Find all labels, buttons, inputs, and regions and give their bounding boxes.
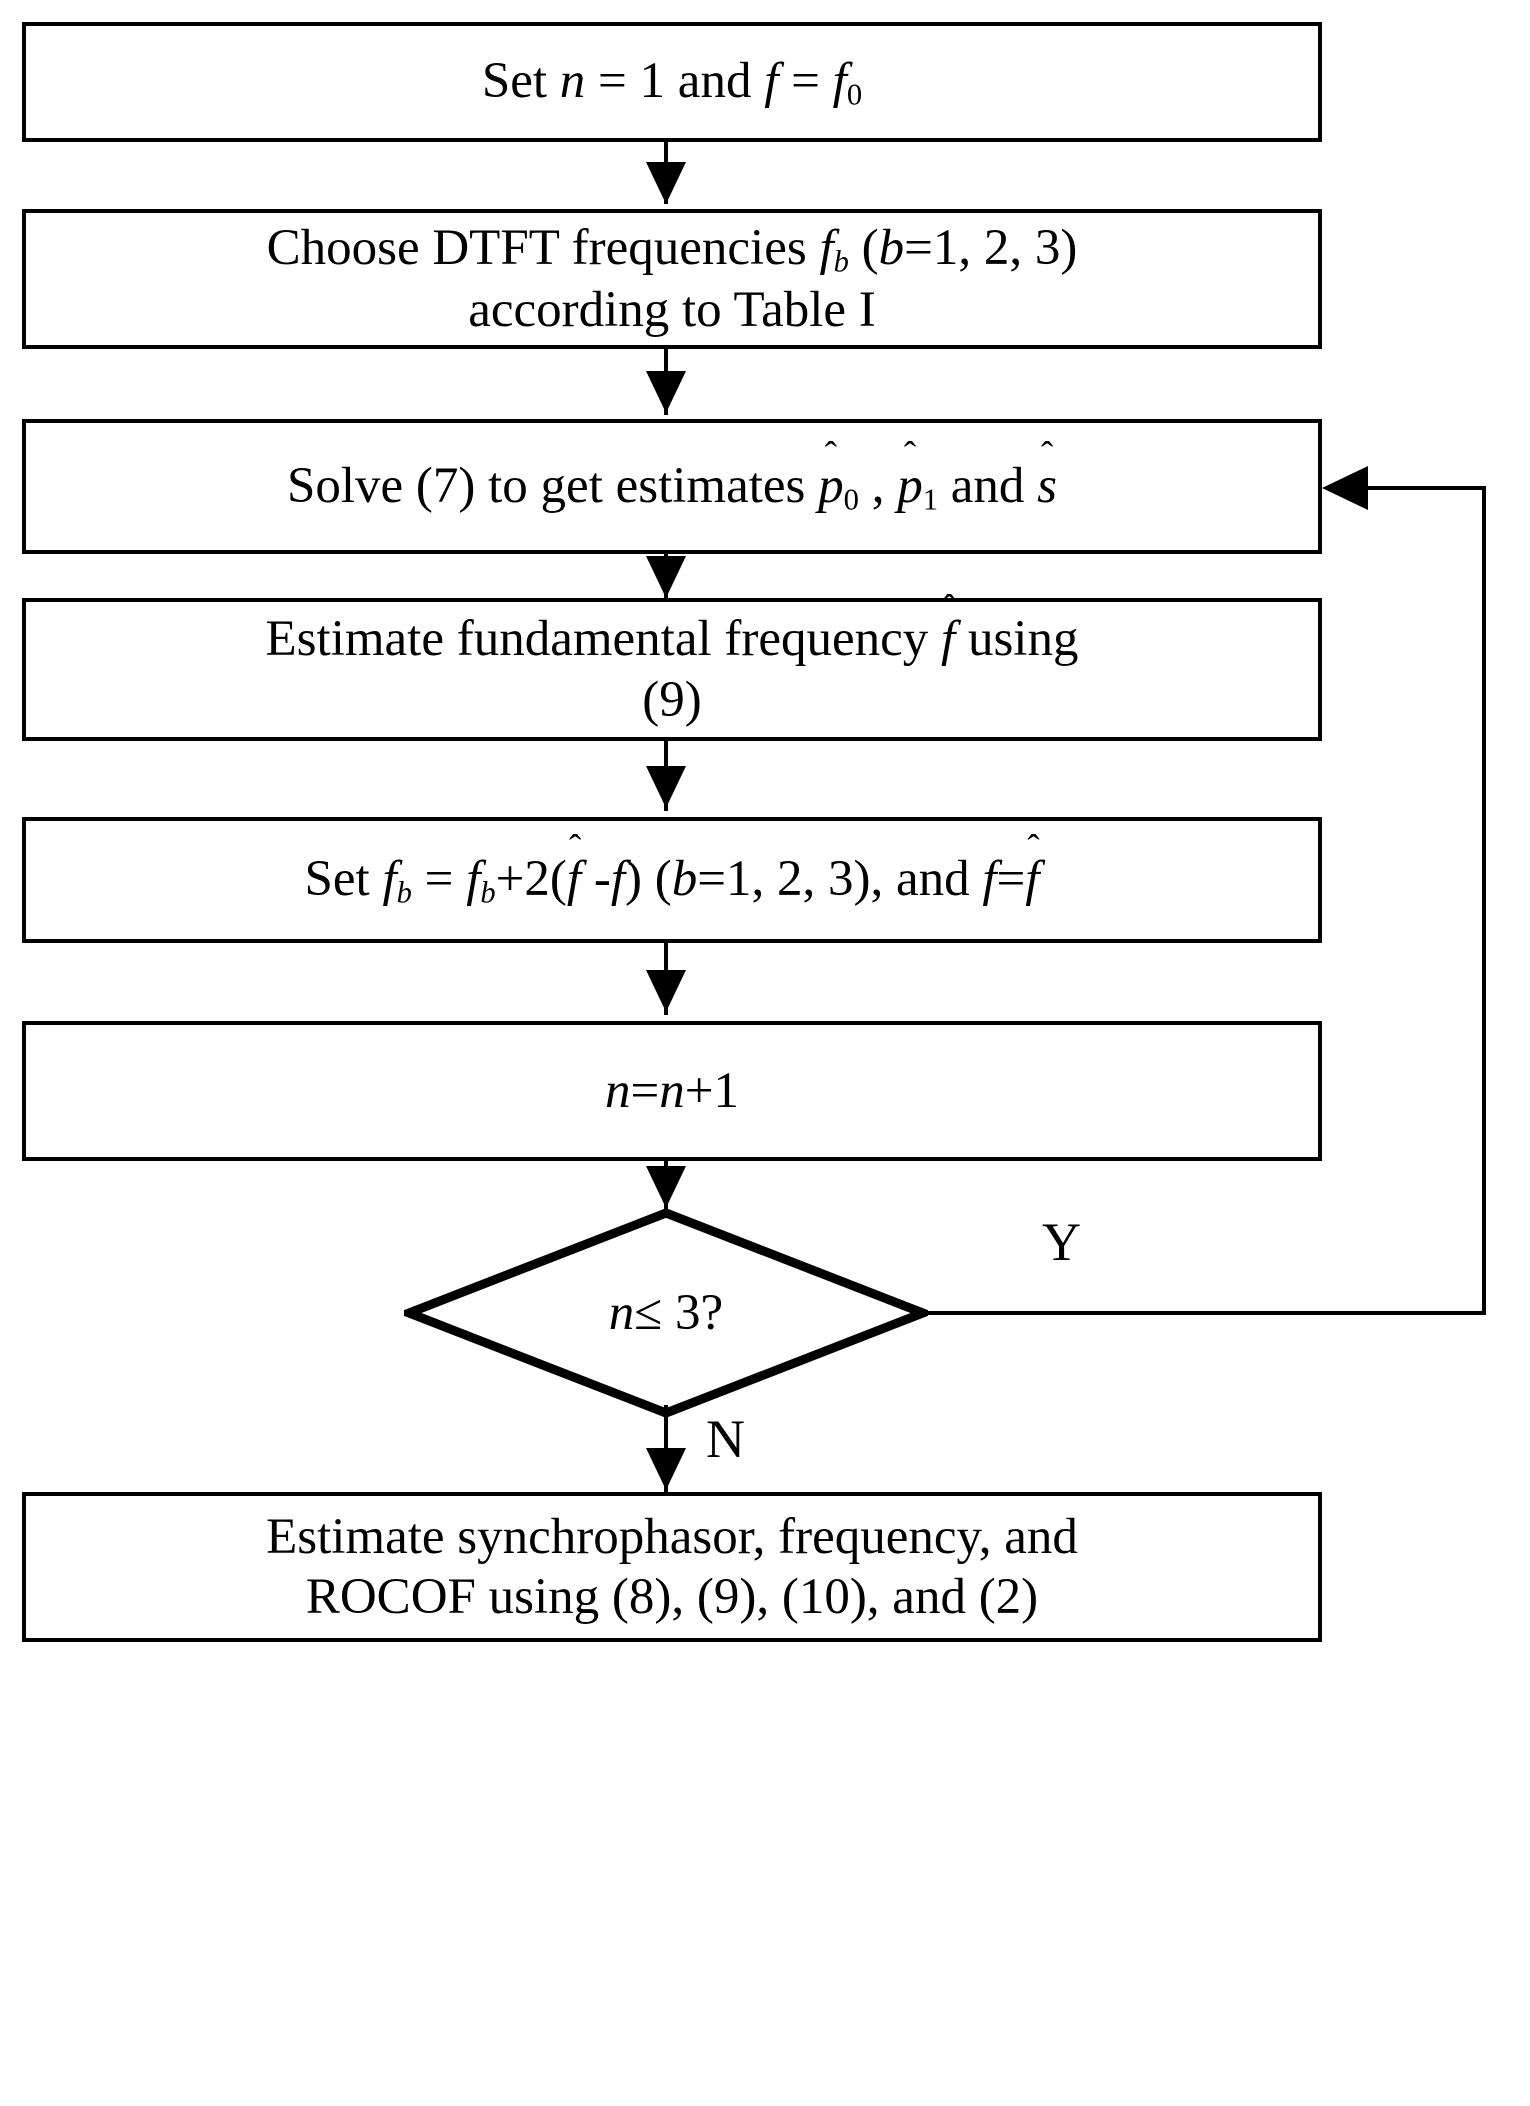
arrowhead-setfb-to-increment (646, 970, 686, 1012)
node-solve-7-p0: p (818, 457, 844, 514)
feedback-line-horizontal-top (1368, 486, 1486, 490)
node-solve-7-s: s (1037, 457, 1057, 514)
node-set-fb-close: ) ( (624, 851, 672, 908)
arrowhead-choose-to-solve (646, 371, 686, 413)
node-init-eq1: = 1 and (585, 53, 765, 110)
node-estimate-f-line1b: using (955, 611, 1079, 668)
node-choose-dtft-line1a: Choose DTFT frequencies (266, 220, 820, 277)
node-choose-dtft-text: Choose DTFT frequencies fb (b=1, 2, 3) a… (40, 218, 1304, 340)
node-estimate-f-line2: (9) (642, 671, 702, 728)
node-set-fb-f1: f (382, 851, 397, 908)
node-final-estimate-text: Estimate synchrophasor, frequency, and R… (40, 1507, 1304, 1627)
node-increment-n-text: n=n+1 (40, 1061, 1304, 1121)
hat-icon: ˆ (1027, 827, 1040, 869)
node-set-fb-minus: - (581, 851, 611, 908)
node-set-fb-f3: f (610, 851, 625, 908)
node-choose-dtft-line1c: =1, 2, 3) (904, 220, 1078, 277)
arrowhead-estimate-to-setfb (646, 766, 686, 808)
arrowhead-init-to-choose (646, 162, 686, 204)
hat-icon: ˆ (943, 587, 956, 629)
node-solve-7-a: Solve (7) to get estimates (287, 457, 819, 514)
arrowhead-increment-to-decision (646, 1166, 686, 1208)
node-decision-text: n≤ 3? (609, 1284, 723, 1342)
hat-icon: ˆ (569, 827, 582, 869)
node-increment-n-n2: n (659, 1062, 685, 1119)
node-final-estimate: Estimate synchrophasor, frequency, and R… (22, 1492, 1322, 1642)
node-choose-dtft-line2: according to Table I (468, 281, 876, 338)
node-estimate-f-f: f (941, 611, 956, 668)
branch-label-no: N (706, 1409, 745, 1469)
node-set-fb-eq2: = (996, 851, 1026, 908)
node-solve-7-p1: p (897, 457, 923, 514)
arrowhead-feedback-to-solve (1322, 466, 1368, 510)
node-choose-dtft-f: f (819, 220, 834, 277)
node-increment-n-plus: +1 (684, 1062, 740, 1119)
node-set-fb-bvar: b (671, 851, 698, 908)
arrowhead-decision-to-final (646, 1448, 686, 1490)
hat-icon: ˆ (1040, 433, 1054, 475)
node-set-fb-f1sub: b (396, 875, 412, 910)
node-set-fb-f2: f (466, 851, 481, 908)
hat-icon: ˆ (903, 433, 917, 475)
node-init-sub-0: 0 (846, 77, 863, 112)
node-init-var-f0: f (832, 53, 847, 110)
node-choose-dtft-line1b: ( (848, 220, 879, 277)
node-solve-7-mid: , (858, 457, 898, 514)
node-set-fb-plus: +2( (495, 851, 567, 908)
feedback-line-vertical (1482, 486, 1486, 1315)
node-decision-var: n (608, 1285, 635, 1341)
node-final-estimate-line1: Estimate synchrophasor, frequency, and (266, 1508, 1078, 1565)
node-increment-n: n=n+1 (22, 1021, 1322, 1161)
node-choose-dtft: Choose DTFT frequencies fb (b=1, 2, 3) a… (22, 209, 1322, 349)
node-set-fb-f4: f (982, 851, 997, 908)
node-choose-dtft-fsub: b (833, 244, 849, 279)
branch-label-yes: Y (1042, 1212, 1081, 1272)
node-decision: n≤ 3? (396, 1208, 936, 1418)
node-choose-dtft-bvar: b (878, 220, 905, 277)
node-final-estimate-line2: ROCOF using (8), (9), (10), and (2) (305, 1569, 1039, 1625)
node-set-fb-a: Set (304, 851, 383, 908)
node-set-fb-f2sub: b (480, 875, 496, 910)
node-increment-n-eq: = (630, 1062, 660, 1119)
node-estimate-f-line1a: Estimate fundamental frequency (265, 611, 942, 668)
node-set-fb-fhat2: f (1025, 851, 1040, 908)
node-init: Set n = 1 and f = f0 (22, 22, 1322, 142)
node-set-fb-fhat: f (566, 851, 582, 908)
arrowhead-solve-to-estimate (646, 556, 686, 598)
hat-icon: ˆ (824, 433, 838, 475)
node-solve-7-p1sub: 1 (922, 482, 938, 517)
node-set-fb-range: =1, 2, 3), and (697, 851, 983, 908)
node-init-var-f: f (764, 53, 779, 110)
feedback-line-horizontal-bottom (920, 1311, 1486, 1315)
node-init-eq2: = (778, 53, 833, 110)
node-decision-cond: ≤ 3? (634, 1285, 724, 1341)
node-init-text: Set n = 1 and f = f0 (40, 51, 1304, 113)
node-decision-label: n≤ 3? (404, 1208, 928, 1418)
node-increment-n-n1: n (604, 1062, 631, 1119)
node-solve-7-and: and (938, 457, 1038, 514)
node-set-fb-eq: = (411, 851, 467, 908)
node-solve-7-p0sub: 0 (843, 482, 859, 517)
node-init-var-n: n (559, 53, 586, 110)
node-init-prefix: Set (481, 53, 560, 110)
